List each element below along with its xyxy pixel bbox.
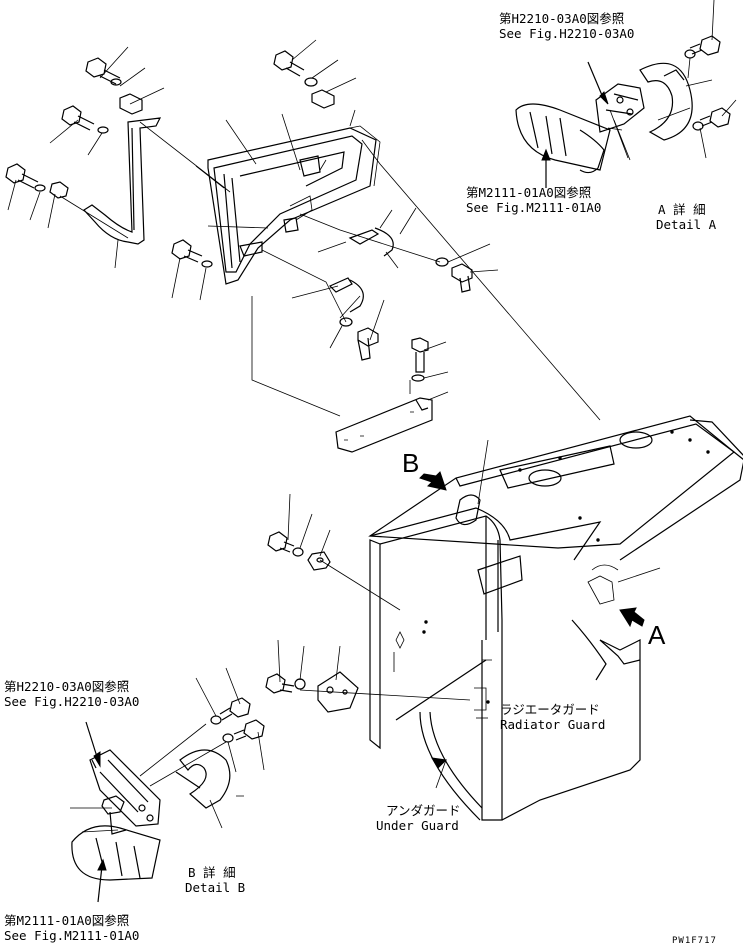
body-leaders bbox=[299, 439, 661, 701]
mid-left-bolts bbox=[265, 493, 359, 713]
drawing-code: PW1F717 bbox=[672, 936, 717, 946]
radiator-guard-jp: ラジエータガード bbox=[500, 702, 600, 717]
radiator-guard-en: Radiator Guard bbox=[500, 717, 606, 732]
ref-top-jp: 第H2210-03A0図参照 bbox=[499, 11, 625, 26]
detail-a-drawing bbox=[515, 0, 737, 188]
callout-leaders bbox=[431, 717, 488, 789]
view-a-letter: A bbox=[648, 620, 666, 650]
detail-b-drawing bbox=[70, 667, 265, 903]
clips-and-wires bbox=[261, 207, 499, 361]
ref-left-jp: 第H2210-03A0図参照 bbox=[4, 679, 130, 694]
bracket-left bbox=[59, 117, 231, 269]
lower-bracket bbox=[335, 337, 449, 453]
ref-top-en: See Fig.H2210-03A0 bbox=[499, 26, 635, 41]
detail-a-en: Detail A bbox=[656, 217, 717, 232]
ref-bottom-en: See Fig.M2111-01A0 bbox=[4, 928, 140, 943]
top-left-bolts bbox=[5, 46, 165, 229]
view-b-letter: B bbox=[402, 448, 420, 478]
view-arrow-b bbox=[419, 471, 447, 491]
under-guard-jp: アンダガード bbox=[386, 803, 461, 818]
ref-mid-jp: 第M2111-01A0図参照 bbox=[466, 185, 592, 200]
construction-lines bbox=[251, 139, 601, 421]
detail-b-en: Detail B bbox=[185, 880, 246, 895]
ref-bottom-jp: 第M2111-01A0図参照 bbox=[4, 913, 130, 928]
detail-b-jp: B 詳 細 bbox=[188, 865, 236, 880]
detail-a-jp: A 詳 細 bbox=[658, 202, 706, 217]
ref-mid-en: See Fig.M2111-01A0 bbox=[466, 200, 602, 215]
ref-left-en: See Fig.H2210-03A0 bbox=[4, 694, 140, 709]
top-center-bolts bbox=[171, 39, 357, 301]
under-guard-en: Under Guard bbox=[376, 818, 459, 833]
view-arrow-a bbox=[619, 607, 645, 628]
radiator-frame bbox=[195, 109, 381, 285]
machine-body bbox=[368, 415, 743, 821]
